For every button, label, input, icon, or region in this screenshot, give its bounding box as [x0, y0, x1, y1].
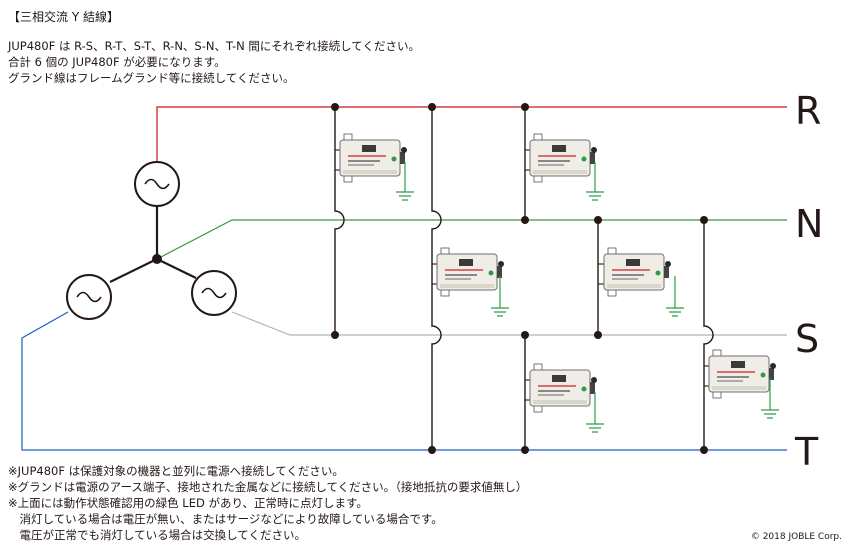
line-r	[156, 106, 787, 163]
protector-devices	[339, 133, 776, 413]
status-led-icon	[581, 386, 587, 392]
device-logo	[552, 145, 566, 152]
line-t	[21, 311, 787, 451]
ground-icon-group	[396, 162, 779, 433]
status-led-icon	[581, 156, 587, 162]
status-led-icon	[391, 156, 397, 162]
junction-dots	[331, 103, 708, 454]
status-led-icon	[655, 270, 661, 276]
device-logo	[362, 145, 376, 152]
copyright: © 2018 JOBLE Corp.	[750, 532, 842, 542]
device-logo	[459, 259, 473, 266]
line-label-n: N	[795, 202, 823, 246]
jup480f-device	[603, 247, 671, 297]
line-s	[231, 311, 787, 336]
line-label-s: S	[795, 317, 819, 361]
note-line: ※JUP480F は保護対象の機器と並列に電源へ接続してください。	[8, 464, 344, 478]
notes: ※JUP480F は保護対象の機器と並列に電源へ接続してください。 ※グランドは…	[8, 463, 527, 543]
intro-line: 合計 6 個の JUP480F が必要になります。	[8, 55, 226, 69]
y-connection-generator	[109, 206, 197, 283]
line-n	[156, 219, 787, 260]
intro-line: グランド線はフレームグランド等に接続してください。	[8, 71, 295, 85]
line-label-r: R	[795, 89, 821, 133]
neutral-node	[152, 254, 162, 264]
status-led-icon	[488, 270, 494, 276]
jup480f-device	[708, 349, 776, 399]
jup480f-device	[529, 133, 597, 183]
jup480f-device	[436, 247, 504, 297]
note-line: ※上面には動作状態確認用の緑色 LED があり、正常時に点灯します。	[8, 496, 368, 510]
device-logo	[731, 361, 745, 368]
note-line: 消灯している場合は電圧が無い、またはサージなどにより故障している場合です。	[8, 512, 443, 526]
jup480f-device	[529, 363, 597, 413]
branch-wires	[334, 107, 714, 450]
note-line: 電圧が正常でも消灯している場合は交換してください。	[8, 528, 306, 542]
ac-source-icon	[66, 161, 237, 320]
note-line: ※グランドは電源のアース端子、接地された金属などに接続してください。（接地抵抗の…	[8, 480, 528, 494]
device-logo	[626, 259, 640, 266]
jup480f-device	[339, 133, 407, 183]
intro-text: JUP480F は R-S、R-T、S-T、R-N、S-N、T-N 間にそれぞれ…	[8, 38, 420, 86]
device-logo	[552, 375, 566, 382]
status-led-icon	[760, 372, 766, 378]
line-label-t: T	[794, 430, 819, 474]
page-title: 【三相交流 Y 結線】	[8, 10, 119, 24]
sine-wave-icon	[76, 178, 227, 303]
intro-line: JUP480F は R-S、R-T、S-T、R-N、S-N、T-N 間にそれぞれ…	[8, 39, 420, 53]
